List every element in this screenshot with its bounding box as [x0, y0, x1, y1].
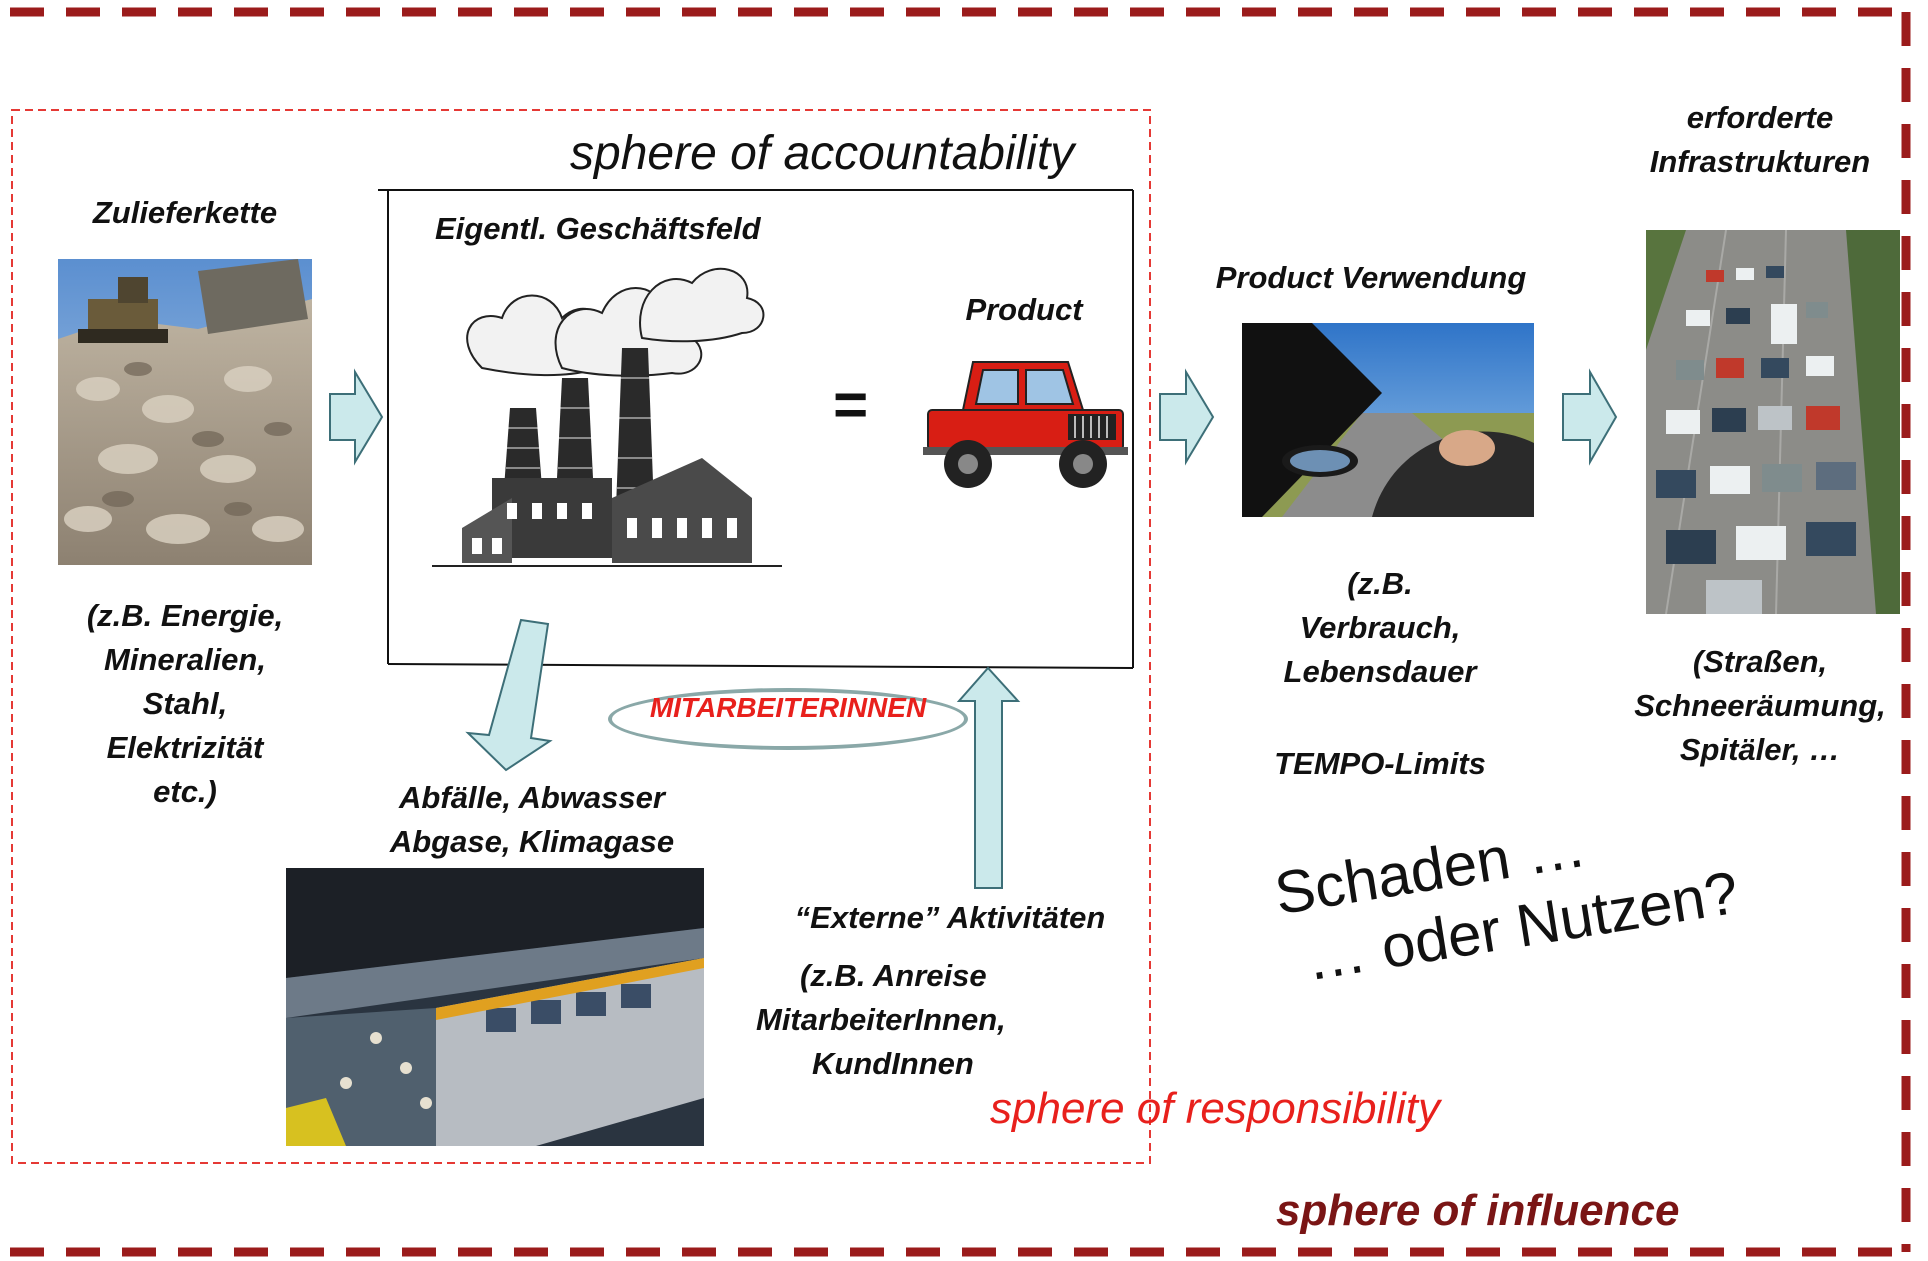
tempo-limits-label: TEMPO-Limits	[1274, 746, 1486, 781]
external-title: “Externe” Aktivitäten	[794, 900, 1106, 935]
arrow-use-to-infrastructure	[1562, 368, 1618, 466]
arrow-supply-to-business	[329, 368, 384, 466]
product-label: Product	[965, 292, 1083, 327]
arrow-to-waste	[465, 618, 553, 772]
subway-photo	[286, 868, 704, 1146]
driving-photo	[1242, 323, 1534, 517]
sphere-responsibility-label: sphere of responsibility	[990, 1084, 1441, 1133]
sphere-accountability-label: sphere of accountability	[570, 127, 1075, 180]
infrastructure-title: erforderte Infrastrukturen	[1649, 100, 1871, 179]
infrastructure-note: (Straßen, Schneeräumung, Spitäler, …	[1634, 644, 1886, 767]
arrow-business-to-use	[1159, 368, 1215, 466]
supply-chain-title: Zulieferkette	[92, 195, 278, 230]
employees-badge-label: MITARBEITERINNEN	[649, 692, 927, 723]
external-note: (z.B. Anreise MitarbeiterInnen, KundInne…	[756, 958, 1006, 1081]
responsibility-border	[11, 109, 1151, 1164]
product-use-title: Product Verwendung	[1215, 260, 1527, 295]
waste-label: Abfälle, Abwasser Abgase, Klimagase	[389, 780, 675, 859]
quarry-photo	[58, 259, 312, 565]
equals-sign: =	[832, 371, 868, 438]
arrow-external-up	[956, 666, 1021, 889]
traffic-photo	[1646, 230, 1900, 614]
jeep-illustration	[918, 352, 1133, 494]
employees-badge	[608, 688, 968, 750]
product-use-note: (z.B. Verbrauch, Lebensdauer	[1283, 566, 1477, 689]
sphere-influence-label: sphere of influence	[1276, 1186, 1680, 1235]
core-business-title: Eigentl. Geschäftsfeld	[435, 211, 761, 246]
supply-chain-note: (z.B. Energie, Mineralien, Stahl, Elektr…	[86, 598, 284, 809]
factory-illustration	[412, 258, 788, 578]
